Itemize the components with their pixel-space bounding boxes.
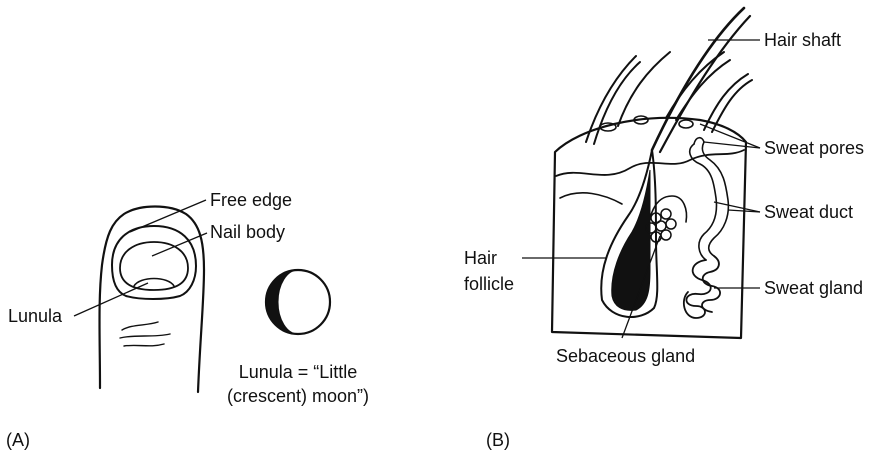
- panel-b: Hair shaft Sweat pores Sweat duct Sweat …: [464, 8, 864, 450]
- nail-body-leader: [152, 233, 207, 256]
- nail-body-label: Nail body: [210, 222, 285, 242]
- sebaceous-gland-label: Sebaceous gland: [556, 346, 695, 366]
- lunula-caption-line-1: Lunula = “Little: [239, 362, 358, 382]
- free-edge-label: Free edge: [210, 190, 292, 210]
- hair-shaft-label: Hair shaft: [764, 30, 841, 50]
- hair-follicle-label-line-2: follicle: [464, 274, 514, 294]
- lunula-leader: [74, 283, 148, 316]
- sweat-pores-label: Sweat pores: [764, 138, 864, 158]
- panel-b-label: (B): [486, 430, 510, 450]
- hair-follicle-label-line-1: Hair: [464, 248, 497, 268]
- finger-drawing: [100, 207, 205, 393]
- lunula-label: Lunula: [8, 306, 63, 326]
- sweat-duct-label: Sweat duct: [764, 202, 853, 222]
- crescent-moon-icon: [266, 270, 330, 334]
- lunula-caption-line-2: (crescent) moon”): [227, 386, 369, 406]
- sweat-gland-label: Sweat gland: [764, 278, 863, 298]
- panel-a: Free edge Nail body Lunula Lunula = “Lit…: [6, 190, 369, 450]
- panel-a-label: (A): [6, 430, 30, 450]
